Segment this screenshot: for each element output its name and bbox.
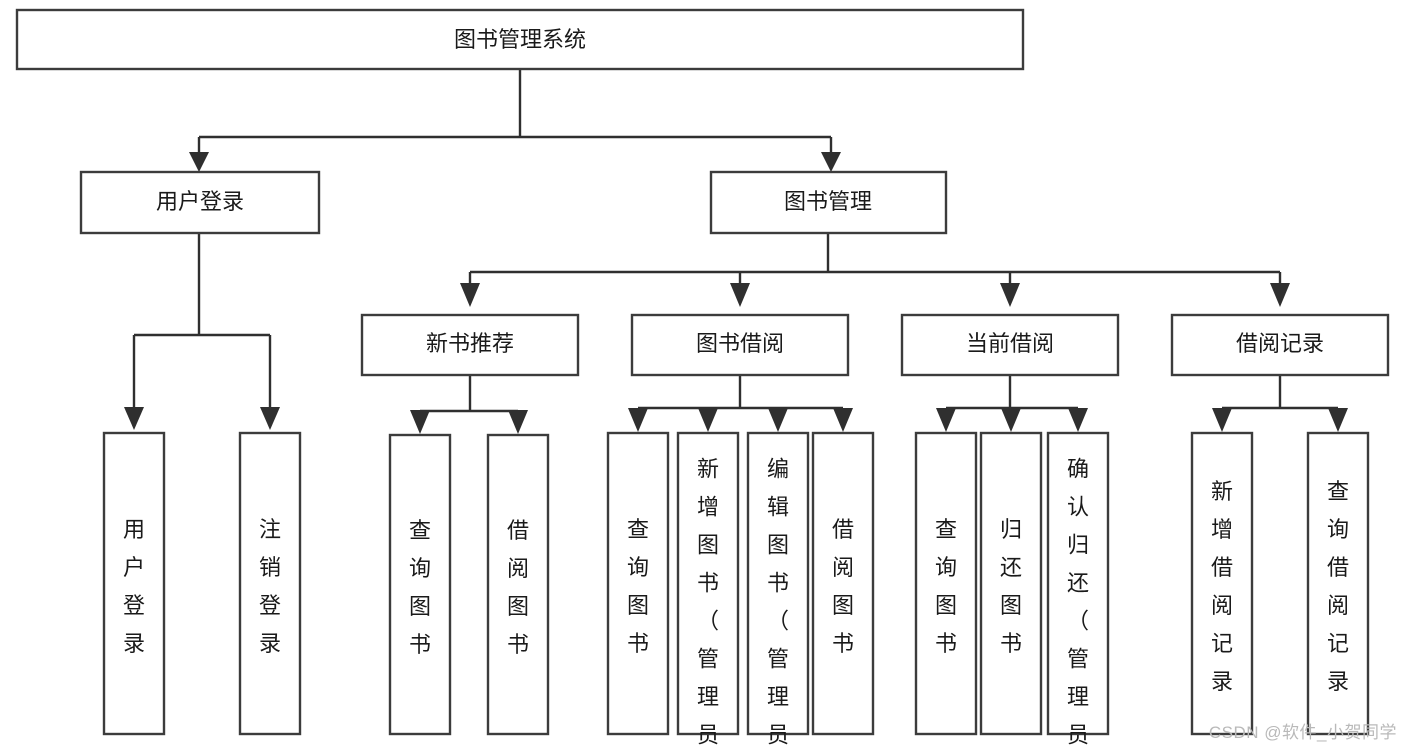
node-current-borrow-box[interactable] xyxy=(900,313,1120,377)
arrow-head-icon xyxy=(628,408,648,432)
node-leaf-user-logout-label: 注销登录 xyxy=(259,517,281,656)
node-new-book-recommend-label: 新书推荐 xyxy=(426,331,514,356)
node-leaf-query-book-2[interactable]: 查询图书 xyxy=(606,431,670,736)
node-leaf-user-login-box[interactable] xyxy=(102,431,166,736)
node-current-borrow-label: 当前借阅 xyxy=(966,331,1054,356)
node-leaf-borrow-book-1-box[interactable] xyxy=(486,433,550,736)
node-leaf-query-book-2-box[interactable] xyxy=(606,431,670,736)
node-leaf-query-book-1-label: 查询图书 xyxy=(409,518,431,657)
node-leaf-add-book[interactable]: 新增图书（管理员） xyxy=(676,431,740,747)
node-book-management[interactable]: 图书管理 xyxy=(709,170,948,235)
node-leaf-return-book[interactable]: 归还图书 xyxy=(979,431,1043,736)
node-leaf-borrow-book-2[interactable]: 借阅图书 xyxy=(811,431,875,736)
node-leaf-query-book-3-label: 查询图书 xyxy=(935,517,957,656)
node-leaf-return-book-label: 归还图书 xyxy=(1000,517,1022,656)
arrow-head-icon xyxy=(460,283,480,307)
connector-userlogin-to-leaves xyxy=(132,233,272,413)
node-leaf-query-book-1-box[interactable] xyxy=(388,433,452,736)
node-leaf-confirm-return[interactable]: 确认归还（管理员） xyxy=(1046,431,1110,747)
connector-borrowrecord-to-leaves xyxy=(1220,375,1340,420)
node-leaf-query-book-2-label: 查询图书 xyxy=(627,517,649,656)
node-root-label: 图书管理系统 xyxy=(454,27,586,52)
node-book-borrow[interactable]: 图书借阅 xyxy=(630,313,850,377)
arrow-head-icon xyxy=(768,408,788,432)
arrow-head-icon xyxy=(124,407,144,430)
node-borrow-record-box[interactable] xyxy=(1170,313,1390,377)
node-book-management-label: 图书管理 xyxy=(784,189,872,214)
node-leaf-return-book-box[interactable] xyxy=(979,431,1043,736)
arrow-head-icon xyxy=(821,152,841,172)
arrow-head-icon xyxy=(1068,408,1088,432)
node-leaf-add-book-label: 新增图书（管理员） xyxy=(697,457,719,747)
node-leaf-add-record[interactable]: 新增借阅记录 xyxy=(1190,431,1254,736)
arrow-head-icon xyxy=(1328,408,1348,432)
node-leaf-edit-book[interactable]: 编辑图书（管理员） xyxy=(746,431,810,747)
node-user-login-label: 用户登录 xyxy=(156,189,244,214)
node-leaf-add-record-box[interactable] xyxy=(1190,431,1254,736)
node-leaf-user-login-label: 用户登录 xyxy=(123,517,145,656)
arrow-heads xyxy=(124,152,1348,434)
node-leaf-confirm-return-box[interactable] xyxy=(1046,431,1110,736)
node-leaf-add-record-label: 新增借阅记录 xyxy=(1211,479,1233,694)
node-user-login-box[interactable] xyxy=(79,170,321,235)
arrow-head-icon xyxy=(698,408,718,432)
node-leaf-query-record-box[interactable] xyxy=(1306,431,1370,736)
node-leaf-borrow-book-1-label: 借阅图书 xyxy=(507,518,529,657)
node-leaf-edit-book-label: 编辑图书（管理员） xyxy=(767,457,789,747)
arrow-head-icon xyxy=(730,283,750,307)
arrow-head-icon xyxy=(260,407,280,430)
node-leaf-borrow-book-2-box[interactable] xyxy=(811,431,875,736)
arrow-head-icon xyxy=(1270,283,1290,307)
connector-root-to-level2 xyxy=(197,69,833,160)
node-leaf-query-book-3-box[interactable] xyxy=(914,431,978,736)
arrow-head-icon xyxy=(936,408,956,432)
arrow-head-icon xyxy=(833,408,853,432)
connector-bookmgmt-to-level3 xyxy=(468,233,1282,300)
arrow-head-icon xyxy=(410,410,430,434)
node-book-borrow-label: 图书借阅 xyxy=(696,331,784,356)
node-current-borrow[interactable]: 当前借阅 xyxy=(900,313,1120,377)
node-root[interactable]: 图书管理系统 xyxy=(15,8,1025,71)
arrow-head-icon xyxy=(1212,408,1232,432)
node-leaf-user-logout[interactable]: 注销登录 xyxy=(238,431,302,736)
node-borrow-record-label: 借阅记录 xyxy=(1236,331,1324,356)
node-leaf-edit-book-box[interactable] xyxy=(746,431,810,736)
node-new-book-recommend-box[interactable] xyxy=(360,313,580,377)
node-user-login[interactable]: 用户登录 xyxy=(79,170,321,235)
connector-newbook-to-leaves xyxy=(418,375,520,420)
node-leaf-query-book-1[interactable]: 查询图书 xyxy=(388,433,452,736)
node-new-book-recommend[interactable]: 新书推荐 xyxy=(360,313,580,377)
node-leaf-borrow-book-1[interactable]: 借阅图书 xyxy=(486,433,550,736)
node-root-box[interactable] xyxy=(15,8,1025,71)
node-book-management-box[interactable] xyxy=(709,170,948,235)
node-leaf-borrow-book-2-label: 借阅图书 xyxy=(832,517,854,656)
arrow-head-icon xyxy=(189,152,209,172)
arrow-head-icon xyxy=(1001,408,1021,432)
node-leaf-query-record-label: 查询借阅记录 xyxy=(1327,479,1349,694)
csdn-watermark: CSDN @软件_小贺同学 xyxy=(1208,723,1397,742)
node-leaf-add-book-box[interactable] xyxy=(676,431,740,736)
node-leaf-user-login[interactable]: 用户登录 xyxy=(102,431,166,736)
arrow-head-icon xyxy=(1000,283,1020,307)
node-book-borrow-box[interactable] xyxy=(630,313,850,377)
node-leaf-user-logout-box[interactable] xyxy=(238,431,302,736)
node-leaf-query-record[interactable]: 查询借阅记录 xyxy=(1306,431,1370,736)
arrow-head-icon xyxy=(508,410,528,434)
node-borrow-record[interactable]: 借阅记录 xyxy=(1170,313,1390,377)
node-leaf-query-book-3[interactable]: 查询图书 xyxy=(914,431,978,736)
node-leaf-confirm-return-label: 确认归还（管理员） xyxy=(1067,457,1089,747)
connector-bookborrow-to-leaves xyxy=(636,375,845,420)
